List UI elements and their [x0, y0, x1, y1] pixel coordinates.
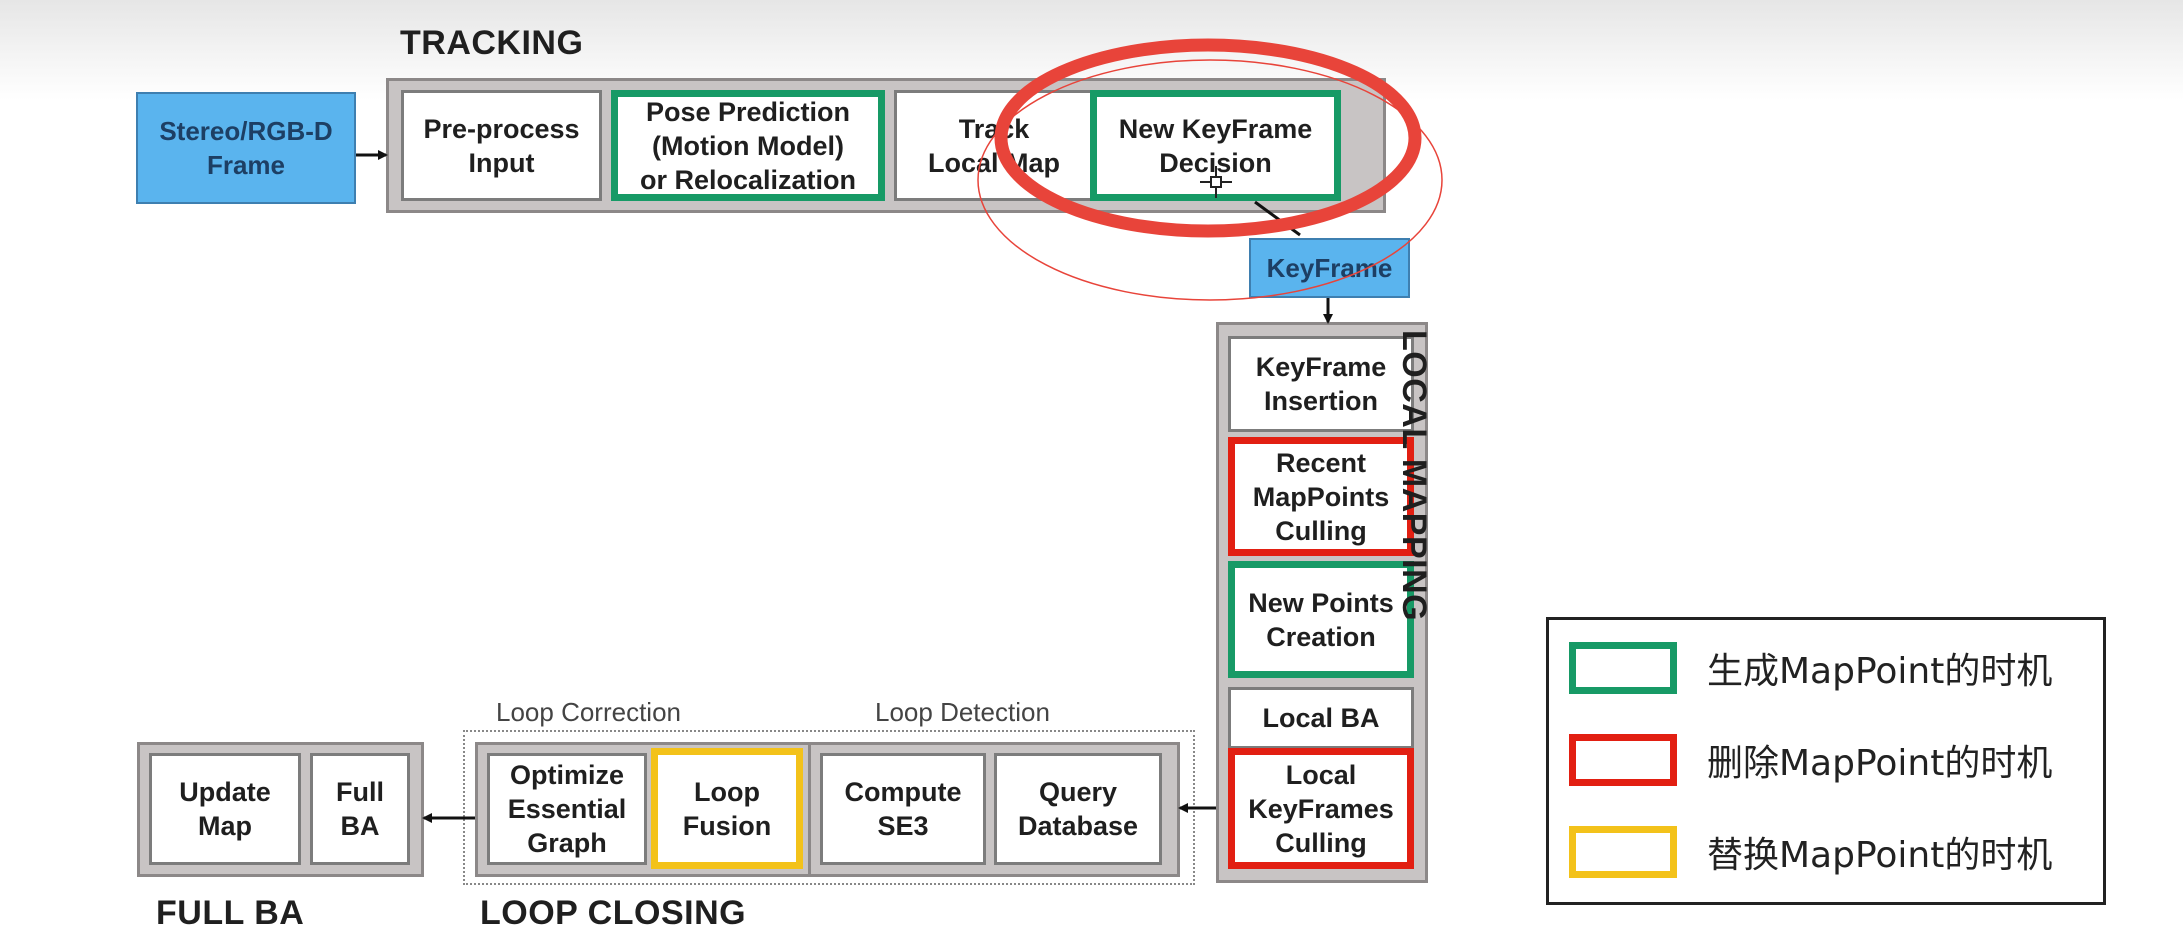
preprocess-input-box: Pre-process Input	[401, 90, 602, 201]
legend-item-delete: 删除MapPoint的时机	[1569, 734, 2052, 786]
local-ba-box: Local BA	[1228, 687, 1414, 749]
keyframe-insertion-box: KeyFrame Insertion	[1228, 336, 1414, 432]
new-points-creation-box: New Points Creation	[1228, 561, 1414, 678]
keyframe-tag: KeyFrame	[1249, 238, 1410, 298]
legend-label-delete: 删除MapPoint的时机	[1707, 743, 2053, 784]
green-swatch-icon	[1569, 642, 1677, 694]
recent-mappoints-culling-box: Recent MapPoints Culling	[1228, 437, 1414, 556]
red-swatch-icon	[1569, 734, 1677, 786]
stereo-rgbd-frame-box: Stereo/RGB-D Frame	[136, 92, 356, 204]
update-map-box: Update Map	[149, 753, 301, 865]
local-mapping-title: LOCAL MAPPING	[1395, 330, 1433, 622]
legend-label-generate: 生成MapPoint的时机	[1707, 651, 2053, 692]
loop-closing-title: LOOP CLOSING	[480, 894, 747, 932]
track-local-map-box: Track Local Map	[894, 90, 1094, 201]
legend-label-replace: 替换MapPoint的时机	[1707, 835, 2053, 876]
loop-correction-label: Loop Correction	[496, 697, 681, 727]
yellow-swatch-icon	[1569, 826, 1677, 878]
legend-item-generate: 生成MapPoint的时机	[1569, 642, 2052, 694]
full-ba-box: Full BA	[310, 753, 410, 865]
pose-prediction-box: Pose Prediction (Motion Model) or Reloca…	[611, 90, 885, 201]
optimize-essential-graph-box: Optimize Essential Graph	[487, 753, 647, 865]
local-keyframes-culling-box: Local KeyFrames Culling	[1228, 748, 1414, 869]
new-keyframe-decision-box: New KeyFrame Decision	[1090, 90, 1341, 201]
loop-fusion-box: Loop Fusion	[651, 748, 803, 869]
query-database-box: Query Database	[994, 753, 1162, 865]
legend: 生成MapPoint的时机 删除MapPoint的时机 替换MapPoint的时…	[1546, 617, 2106, 905]
compute-se3-box: Compute SE3	[820, 753, 986, 865]
legend-item-replace: 替换MapPoint的时机	[1569, 826, 2052, 878]
full-ba-title: FULL BA	[156, 894, 305, 932]
loop-detection-label: Loop Detection	[875, 697, 1050, 727]
tracking-title: TRACKING	[400, 24, 584, 62]
